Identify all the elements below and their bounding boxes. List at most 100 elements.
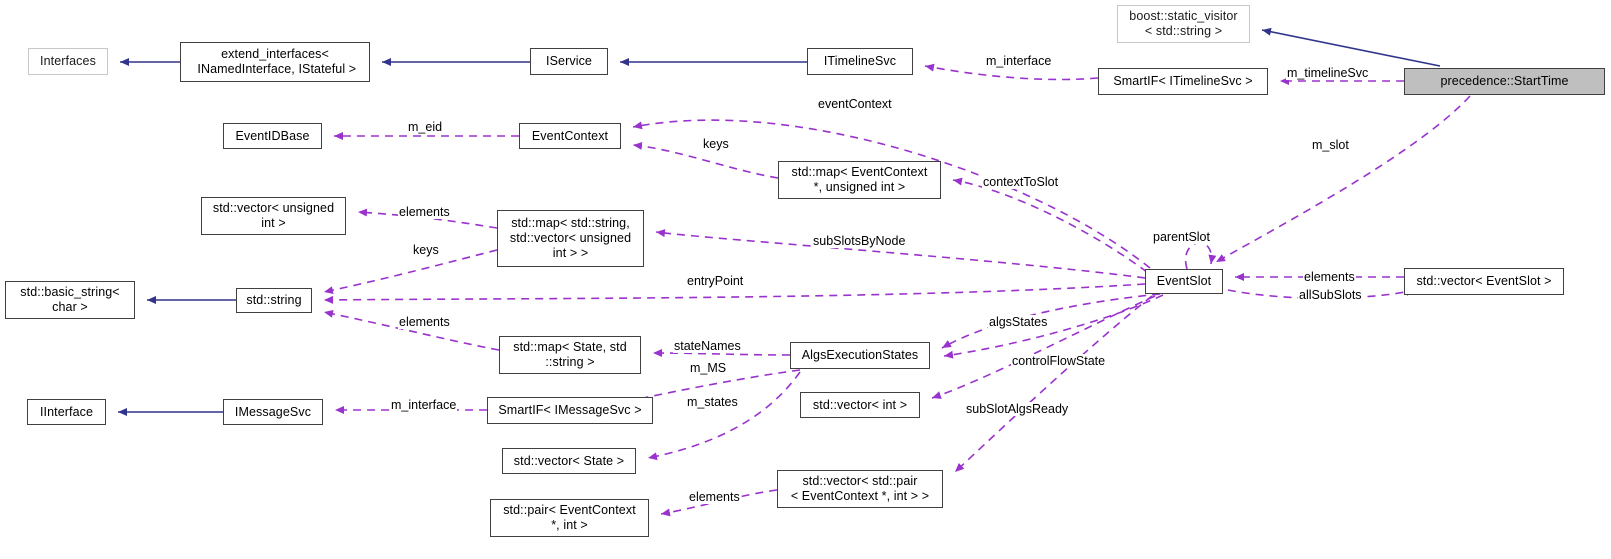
edge-label-m-slot: m_slot (1311, 138, 1350, 152)
node-label: std::string (246, 293, 302, 307)
node-eventcontext[interactable]: EventContext (519, 123, 621, 149)
node-vector-eventslot[interactable]: std::vector< EventSlot > (1404, 268, 1564, 295)
node-label: boost::static_visitor < std::string > (1129, 9, 1238, 38)
usage-edges (323, 63, 1471, 517)
label-text: subSlotsByNode (813, 234, 906, 248)
node-label: IInterface (39, 404, 94, 419)
label-text: elements (399, 315, 450, 329)
edge-smartif-timeline-m-interface (924, 63, 1099, 81)
inheritance-edges (118, 27, 1441, 416)
node-label: std::map< EventContext *, unsigned int > (791, 165, 928, 194)
edge-label-keys-string: keys (412, 243, 440, 257)
node-vector-unsigned-int[interactable]: std::vector< unsigned int > (201, 197, 346, 235)
label-text: keys (703, 137, 729, 151)
label-text: parentSlot (1153, 230, 1210, 244)
node-map-state-string[interactable]: std::map< State, std ::string > (499, 336, 641, 374)
edge-map-keys-stdstring (323, 249, 498, 295)
label-text: elements (399, 205, 450, 219)
edge-starttime-m-slot (1215, 95, 1471, 263)
label-text: eventContext (818, 97, 892, 111)
node-label: IService (546, 54, 592, 68)
node-label: EventContext (531, 128, 609, 143)
node-label: IMessageSvc (234, 404, 312, 419)
node-label: extend_interfaces< INamedInterface, ISta… (197, 47, 357, 76)
label-text: stateNames (674, 339, 741, 353)
edge-eventslot-controlflowstate (943, 294, 1164, 359)
node-label: std::vector< EventSlot > (1416, 274, 1552, 288)
node-imessagesvc[interactable]: IMessageSvc (223, 399, 323, 425)
label-text: m_MS (690, 361, 727, 375)
label-text: elements (689, 490, 740, 504)
edge-algs-statenames (652, 349, 791, 358)
node-algsexecutionstates[interactable]: AlgsExecutionStates (790, 342, 930, 369)
label-text: m_timelineSvc (1287, 66, 1369, 80)
node-basic-string-char[interactable]: std::basic_string< char > (5, 281, 135, 319)
node-interfaces[interactable]: Interfaces (28, 48, 108, 75)
node-label: std::vector< State > (513, 453, 625, 468)
node-vector-int[interactable]: std::vector< int > (800, 392, 920, 418)
node-label: SmartIF< IMessageSvc > (498, 403, 642, 417)
node-label: EventIDBase (235, 128, 310, 143)
edge-label-subslotalgsready: subSlotAlgsReady (965, 402, 1070, 416)
edge-eventslot-entrypoint (323, 283, 1146, 304)
edge-label-m-states: m_states (686, 395, 739, 409)
usage-edges-extra (943, 294, 1164, 359)
edge-label-elements-eventslot: elements (1303, 270, 1356, 284)
label-text: contextToSlot (983, 175, 1059, 189)
label-text: keys (413, 243, 439, 257)
node-std-string[interactable]: std::string (236, 288, 312, 313)
node-map-string-vector-uint[interactable]: std::map< std::string, std::vector< unsi… (497, 210, 644, 267)
label-text: m_interface (986, 54, 1052, 68)
edge-label-elements-vector-uint: elements (398, 205, 451, 219)
edge-label-m-timelinesvc: m_timelineSvc (1286, 66, 1370, 80)
edge-label-keys-context: keys (702, 137, 730, 151)
node-label: Interfaces (40, 54, 96, 68)
node-label: std::vector< unsigned int > (212, 201, 335, 230)
node-label: std::vector< int > (812, 397, 908, 412)
node-eventslot[interactable]: EventSlot (1145, 269, 1223, 294)
edge-algs-m-states (647, 371, 801, 461)
node-label: std::map< std::string, std::vector< unsi… (509, 216, 632, 260)
node-eventidbase[interactable]: EventIDBase (223, 123, 322, 149)
node-iservice[interactable]: IService (530, 48, 608, 75)
node-smartif-itimelinesvc[interactable]: SmartIF< ITimelineSvc > (1098, 68, 1268, 95)
edge-label-m-ms: m_MS (689, 361, 728, 375)
node-pair-eventcontext-int[interactable]: std::pair< EventContext *, int > (490, 499, 649, 537)
node-itimelinesvc[interactable]: ITimelineSvc (807, 48, 913, 75)
edge-label-elements-string: elements (398, 315, 451, 329)
edge-eventslot-subslotsbynode (655, 229, 1146, 279)
edge-label-controlflowstate: controlFlowState (1011, 354, 1107, 368)
label-text: m_states (687, 395, 738, 409)
edge-eventslot-subslotalgsready (931, 295, 1156, 399)
node-iinterface[interactable]: IInterface (27, 399, 106, 425)
node-label: AlgsExecutionStates (801, 348, 919, 362)
node-map-eventcontext-uint[interactable]: std::map< EventContext *, unsigned int > (778, 161, 941, 199)
edge-eventslot-vectorpair (954, 295, 1153, 473)
node-vector-state[interactable]: std::vector< State > (502, 448, 636, 474)
node-label: std::pair< EventContext *, int > (503, 503, 636, 532)
node-label: SmartIF< ITimelineSvc > (1113, 74, 1253, 88)
edge-label-entrypoint: entryPoint (686, 274, 745, 288)
edge-label-elements-pair: elements (688, 490, 741, 504)
label-text: m_eid (408, 120, 443, 134)
node-extend-interfaces[interactable]: extend_interfaces< INamedInterface, ISta… (180, 42, 370, 82)
edge-label-algsstates: algsStates (988, 315, 1049, 329)
edge-mapstate-elements-stdstring (323, 309, 500, 351)
node-smartif-imessagesvc[interactable]: SmartIF< IMessageSvc > (487, 397, 653, 424)
edge-label-m-interface-timeline: m_interface (985, 54, 1053, 68)
edge-map-ctx-keys (632, 141, 779, 179)
edge-label-subslotsbynode: subSlotsByNode (812, 234, 907, 248)
label-text: m_interface (391, 398, 457, 412)
edge-label-parentslot: parentSlot (1152, 230, 1211, 244)
label-text: algsStates (989, 315, 1048, 329)
edge-map-elements-vectoruint (357, 208, 498, 229)
edge-eventslot-parentslot-self (1184, 241, 1217, 270)
edge-label-eventcontext: eventContext (817, 97, 893, 111)
node-label: precedence::StartTime (1440, 74, 1569, 88)
node-vector-pair-eventcontext-int[interactable]: std::vector< std::pair < EventContext *,… (777, 470, 943, 508)
node-label: std::vector< std::pair < EventContext *,… (790, 474, 930, 503)
node-boost-static-visitor[interactable]: boost::static_visitor < std::string > (1117, 5, 1250, 43)
node-precedence-starttime[interactable]: precedence::StartTime (1404, 68, 1605, 95)
